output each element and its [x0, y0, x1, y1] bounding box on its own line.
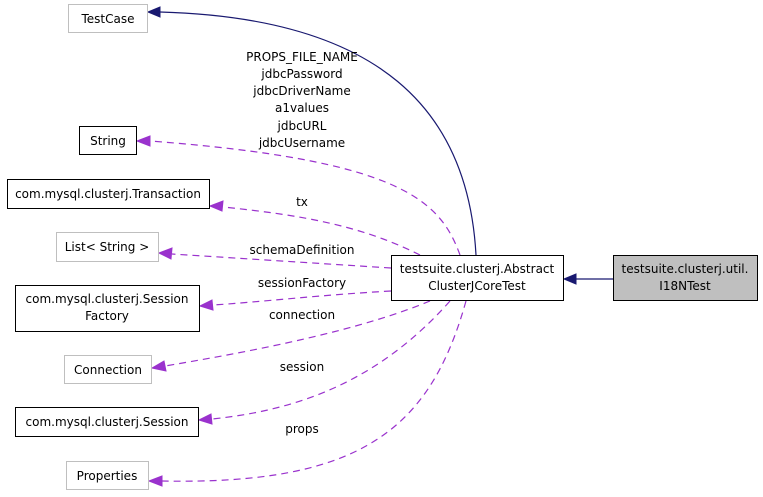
node-i18n-test-label-line1: testsuite.clusterj.util.: [622, 262, 749, 276]
edge-label-session-factory: sessionFactory: [258, 276, 346, 290]
edge-label-jdbc-password: jdbcPassword: [260, 67, 342, 81]
edge-label-tx: tx: [296, 195, 308, 209]
edge-label-connection: connection: [269, 308, 335, 322]
node-string-label: String: [90, 134, 126, 148]
usage-arrowhead-session: [197, 413, 213, 425]
node-list-string[interactable]: List< String >: [56, 232, 159, 262]
edge-labels: PROPS_FILE_NAME jdbcPassword jdbcDriverN…: [246, 50, 358, 436]
usage-edge-session: [211, 300, 451, 420]
edge-label-jdbc-username: jdbcUsername: [258, 136, 345, 150]
node-session-factory-label-line2: Factory: [85, 309, 129, 323]
usage-arrowhead-connection: [150, 360, 167, 372]
usage-arrowhead-properties: [147, 475, 163, 487]
node-list-string-label: List< String >: [65, 240, 150, 254]
edge-label-jdbc-url: jdbcURL: [277, 119, 327, 133]
usage-arrowhead-list-string: [157, 247, 173, 260]
node-i18n-test-label-line2: I18NTest: [659, 279, 711, 293]
node-abstract-cluster-j-core-test[interactable]: testsuite.clusterj.Abstract ClusterJCore…: [391, 255, 564, 301]
node-transaction-label: com.mysql.clusterj.Transaction: [15, 187, 201, 201]
node-testcase[interactable]: TestCase: [68, 4, 148, 33]
inheritance-edge-abstract-to-testcase: [159, 11, 477, 256]
node-session[interactable]: com.mysql.clusterj.Session: [15, 407, 199, 437]
node-testcase-label: TestCase: [81, 12, 135, 26]
edge-label-schema-definition: schemaDefinition: [250, 243, 355, 257]
usage-edge-transaction: [222, 206, 421, 256]
usage-edge-properties: [161, 300, 467, 482]
node-abstract-label-line1: testsuite.clusterj.Abstract: [400, 262, 555, 276]
node-session-label: com.mysql.clusterj.Session: [26, 415, 189, 429]
usage-edge-connection: [164, 300, 431, 367]
edge-label-session: session: [280, 360, 324, 374]
usage-edge-session-factory: [212, 290, 392, 306]
usage-arrowhead-transaction: [208, 200, 224, 212]
edge-label-props-file-name: PROPS_FILE_NAME: [246, 50, 358, 64]
edge-label-jdbc-driver-name: jdbcDriverName: [252, 84, 351, 98]
node-connection-label: Connection: [74, 363, 142, 377]
inheritance-arrowhead-abstract: [562, 273, 577, 285]
usage-arrowhead-session-factory: [198, 299, 214, 311]
node-session-factory-label-line1: com.mysql.clusterj.Session: [26, 292, 189, 306]
node-transaction[interactable]: com.mysql.clusterj.Transaction: [7, 179, 210, 209]
usage-edge-list-string: [171, 253, 392, 269]
usage-edge-string: [149, 140, 461, 256]
edge-label-props: props: [285, 422, 319, 436]
node-properties-label: Properties: [77, 469, 138, 483]
edges: [135, 6, 613, 487]
node-i18n-test[interactable]: testsuite.clusterj.util. I18NTest: [613, 255, 758, 301]
usage-arrowhead-string: [135, 135, 151, 147]
node-connection[interactable]: Connection: [64, 355, 152, 384]
node-abstract-label-line2: ClusterJCoreTest: [428, 279, 526, 293]
node-properties[interactable]: Properties: [66, 461, 149, 490]
inheritance-arrowhead-testcase: [146, 6, 161, 18]
node-string[interactable]: String: [79, 126, 137, 155]
edge-label-a1values: a1values: [275, 101, 329, 115]
node-session-factory[interactable]: com.mysql.clusterj.Session Factory: [15, 285, 200, 332]
